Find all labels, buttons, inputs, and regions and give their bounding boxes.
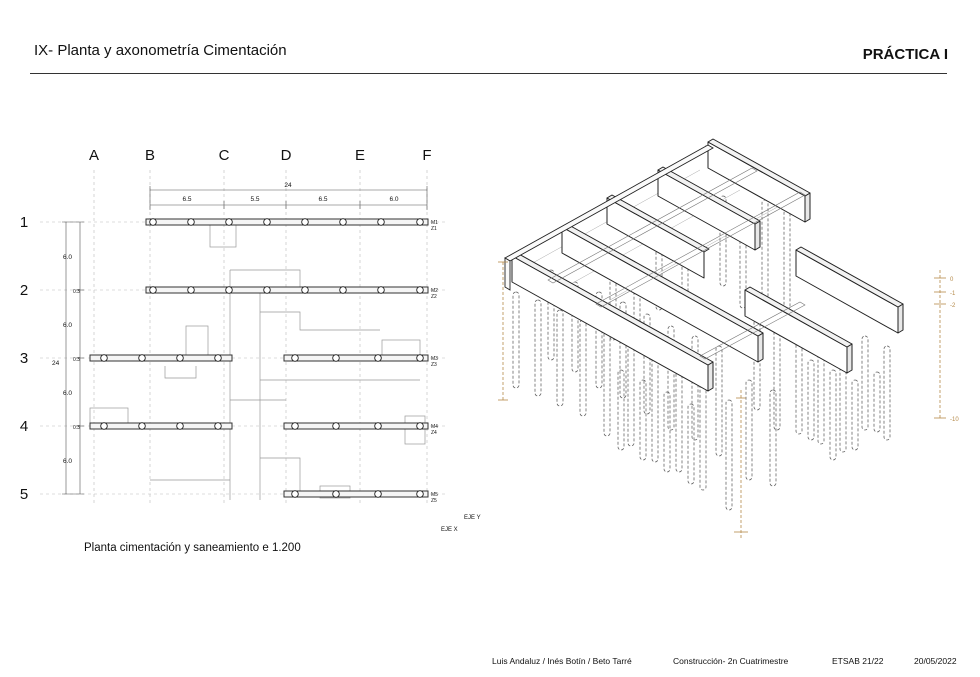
level-label-minus-1: -1: [950, 291, 956, 297]
beam-tag-z4: Z4: [431, 430, 437, 436]
edge-mark-2: 0.3: [73, 289, 80, 295]
column-label-f: F: [422, 147, 431, 164]
foundation-beam-4b: [283, 422, 429, 430]
dimension-span-ef: 6.0: [389, 196, 398, 203]
level-label-minus-2: -2: [950, 303, 956, 309]
foundation-plan: A B C D E F 1 2 3 4 5: [20, 147, 481, 533]
beam-tag-m1: M1: [431, 220, 438, 226]
foundation-beam-2: [145, 286, 429, 294]
dimension-total-y: 24: [52, 360, 60, 367]
dimension-span-de: 6.5: [318, 196, 327, 203]
dimension-span-bc: 6.5: [182, 196, 191, 203]
beam-tag-z2: Z2: [431, 294, 437, 300]
column-label-c: C: [219, 147, 230, 164]
piles: [100, 218, 424, 498]
axis-label-y: EJE Y: [464, 515, 481, 521]
foundation-beams: [89, 218, 429, 498]
edge-mark-4: 0.3: [73, 425, 80, 431]
dimension-chain-x: [149, 186, 428, 210]
dimension-span-45: 6.0: [63, 458, 72, 465]
column-label-b: B: [145, 147, 155, 164]
beam-tag-m2: M2: [431, 288, 438, 294]
row-label-2: 2: [20, 282, 28, 299]
foundation-beam-3b: [283, 354, 429, 362]
axo-level-markers: [502, 262, 941, 540]
row-label-4: 4: [20, 418, 28, 435]
header-rule: [30, 73, 947, 74]
beam-tag-m3: M3: [431, 356, 438, 362]
row-label-5: 5: [20, 486, 28, 503]
dimension-chain-y: [62, 221, 84, 495]
dimension-span-12: 6.0: [63, 254, 72, 261]
beam-tag-m5: M5: [431, 492, 438, 498]
practice-label: PRÁCTICA I: [862, 46, 948, 63]
footer-course: Construcción- 2n Cuatrimestre: [673, 656, 789, 666]
edge-mark-3: 0.3: [73, 357, 80, 363]
sheet-title: IX- Planta y axonometría Cimentación: [34, 42, 287, 59]
column-label-d: D: [281, 147, 292, 164]
dimension-span-cd: 5.5: [250, 196, 259, 203]
plan-caption: Planta cimentación y saneamiento e 1.200: [84, 542, 301, 554]
beam-tag-z1: Z1: [431, 226, 437, 232]
dimension-total-x: 24: [284, 182, 292, 189]
foundation-beam-1: [145, 218, 429, 226]
foundation-beam-4a: [89, 422, 233, 430]
axo-beams-long: [511, 138, 904, 392]
footer-authors: Luis Andaluz / Inés Botín / Beto Tarré: [492, 656, 632, 666]
beam-tag-m4: M4: [431, 424, 438, 430]
row-label-1: 1: [20, 214, 28, 231]
footer-date: 20/05/2022: [914, 656, 957, 666]
dimension-span-34: 6.0: [63, 390, 72, 397]
foundation-beam-5: [283, 490, 429, 498]
row-label-3: 3: [20, 350, 28, 367]
level-label-0: 0: [950, 277, 954, 283]
beam-tag-z3: Z3: [431, 362, 437, 368]
foundation-axonometry: 0 -1 -2 -10: [498, 138, 959, 540]
footer-school: ETSAB 21/22: [832, 656, 884, 666]
column-label-a: A: [89, 147, 99, 164]
beam-tag-z5: Z5: [431, 498, 437, 504]
column-label-e: E: [355, 147, 365, 164]
foundation-beam-3a: [89, 354, 233, 362]
axis-label-x: EJE X: [441, 527, 458, 533]
level-label-minus-10: -10: [950, 417, 959, 423]
axo-tie-beams: [504, 144, 806, 360]
dimension-span-23: 6.0: [63, 322, 72, 329]
